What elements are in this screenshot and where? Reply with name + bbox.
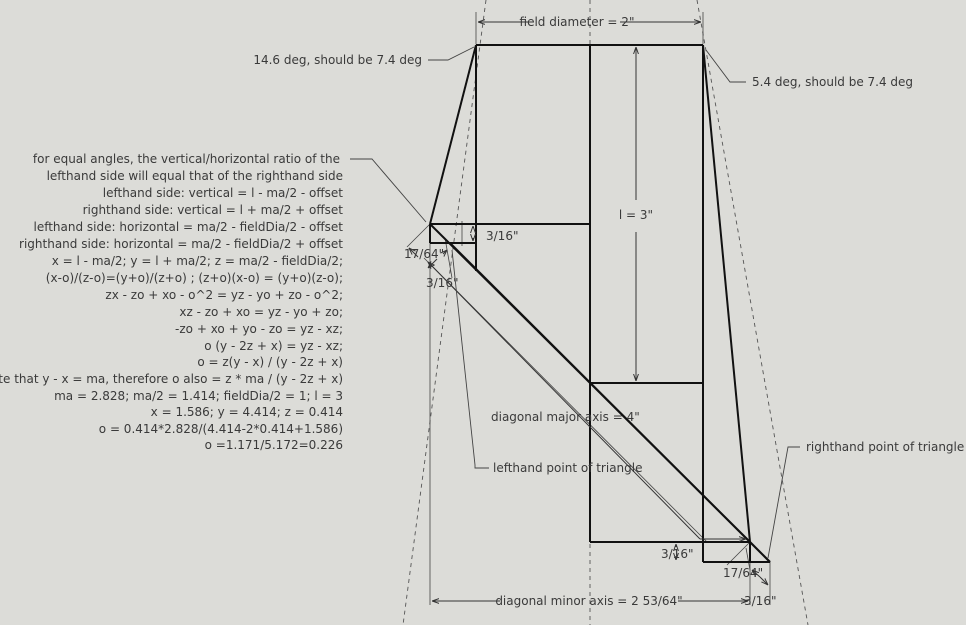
eyepiece-outline bbox=[429, 44, 771, 563]
note-line: lefthand side: horizontal = ma/2 - field… bbox=[34, 220, 344, 234]
note-line: xz - zo + xo = yz - yo + zo; bbox=[179, 305, 343, 319]
minor-axis-label: diagonal minor axis = 2 53/64" bbox=[495, 594, 682, 608]
dim-3-16-upper-small: 3/16" bbox=[426, 276, 458, 290]
lefthand-point-label: lefthand point of triangle bbox=[493, 461, 643, 475]
dim-3-16-lower-small: 3/16" bbox=[744, 594, 776, 608]
note-line: (x-o)/(z-o)=(y+o)/(z+o) ; (z+o)(x-o) = (… bbox=[46, 271, 343, 285]
right-angle-label: 5.4 deg, should be 7.4 deg bbox=[752, 75, 913, 89]
l-dimension-label: l = 3" bbox=[619, 208, 653, 222]
dim-17-64-lower: 17/64" bbox=[723, 566, 763, 580]
righthand-point-label: righthand point of triangle bbox=[806, 440, 964, 454]
note-line: o =1.171/5.172=0.226 bbox=[205, 438, 343, 452]
note-line: o = z(y - x) / (y - 2z + x) bbox=[197, 355, 343, 369]
note-line: x = 1.586; y = 4.414; z = 0.414 bbox=[151, 405, 343, 419]
note-line: lefthand side: vertical = l - ma/2 - off… bbox=[103, 186, 344, 200]
major-axis-label: diagonal major axis = 4" bbox=[491, 410, 640, 424]
left-angle-label: 14.6 deg, should be 7.4 deg bbox=[253, 53, 422, 67]
note-line: righthand side: vertical = l + ma/2 + of… bbox=[83, 203, 344, 217]
note-line: x = l - ma/2; y = l + ma/2; z = ma/2 - f… bbox=[52, 254, 343, 268]
field-diameter-label: field diameter = 2" bbox=[520, 15, 635, 29]
derivation-notes: for equal angles, the vertical/horizonta… bbox=[0, 152, 343, 452]
note-line: o = 0.414*2.828/(4.414-2*0.414+1.586) bbox=[99, 422, 343, 436]
leader-lines bbox=[350, 46, 800, 559]
note-line: -zo + xo + yo - zo = yz - xz; bbox=[175, 322, 343, 336]
note-line: note that y - x = ma, therefore o also =… bbox=[0, 372, 343, 386]
note-line: righthand side: horizontal = ma/2 - fiel… bbox=[19, 237, 343, 251]
note-line: ma = 2.828; ma/2 = 1.414; fieldDia/2 = 1… bbox=[54, 389, 343, 403]
dim-17-64-upper: 17/64" bbox=[404, 247, 444, 261]
dim-3-16-lower: 3/16" bbox=[661, 547, 693, 561]
note-line: zx - zo + xo - o^2 = yz - yo + zo - o^2; bbox=[105, 288, 343, 302]
note-line: lefthand side will equal that of the rig… bbox=[47, 169, 343, 183]
note-line: o (y - 2z + x) = yz - xz; bbox=[204, 339, 343, 353]
dimension-arrows bbox=[409, 22, 768, 601]
note-line: for equal angles, the vertical/horizonta… bbox=[33, 152, 340, 166]
dim-3-16-upper: 3/16" bbox=[486, 229, 518, 243]
